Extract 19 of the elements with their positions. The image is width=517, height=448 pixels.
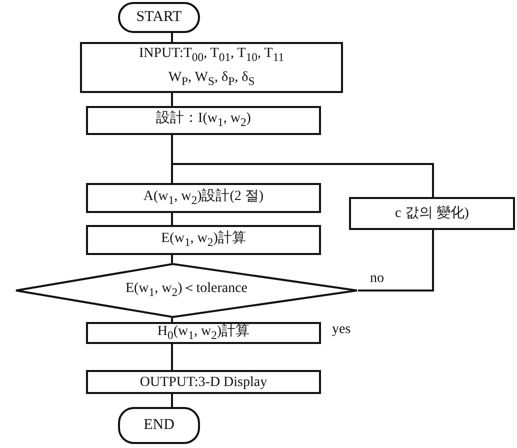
connector-line — [358, 230, 434, 292]
connector-line — [171, 213, 173, 225]
connector-line — [171, 255, 173, 263]
connector-line — [171, 344, 173, 370]
connector-line — [171, 33, 173, 42]
decision-diamond: E(w$_{1}$, w$_{2}$)＜tolerance — [15, 263, 358, 318]
process-box: E(w$_{1}$, w$_{2}$)計算 — [86, 225, 321, 255]
terminal-box: START — [118, 2, 200, 33]
process-box: c 값의 變化) — [349, 197, 515, 230]
connector-line — [171, 394, 173, 407]
connector-line — [171, 163, 434, 197]
process-box: 設計：I(w$_{1}$, w$_{2}$) — [86, 106, 321, 135]
process-box: H$_{0}$(w$_{1}$, w$_{2}$)計算 — [86, 322, 321, 344]
process-box: INPUT:T$_{00}$, T$_{01}$, T$_{10}$, T$_{11}$ W$_{P}$, W$_{S}$, δ$_{P}$, δ$_{S}$ — [80, 42, 343, 93]
process-box: A(w$_{1}$, w$_{2}$)設計(2 절) — [86, 183, 321, 213]
connector-line — [171, 93, 173, 106]
process-box: OUTPUT:3-D Display — [86, 370, 321, 394]
terminal-box: END — [118, 407, 200, 444]
connector-line — [171, 318, 173, 322]
